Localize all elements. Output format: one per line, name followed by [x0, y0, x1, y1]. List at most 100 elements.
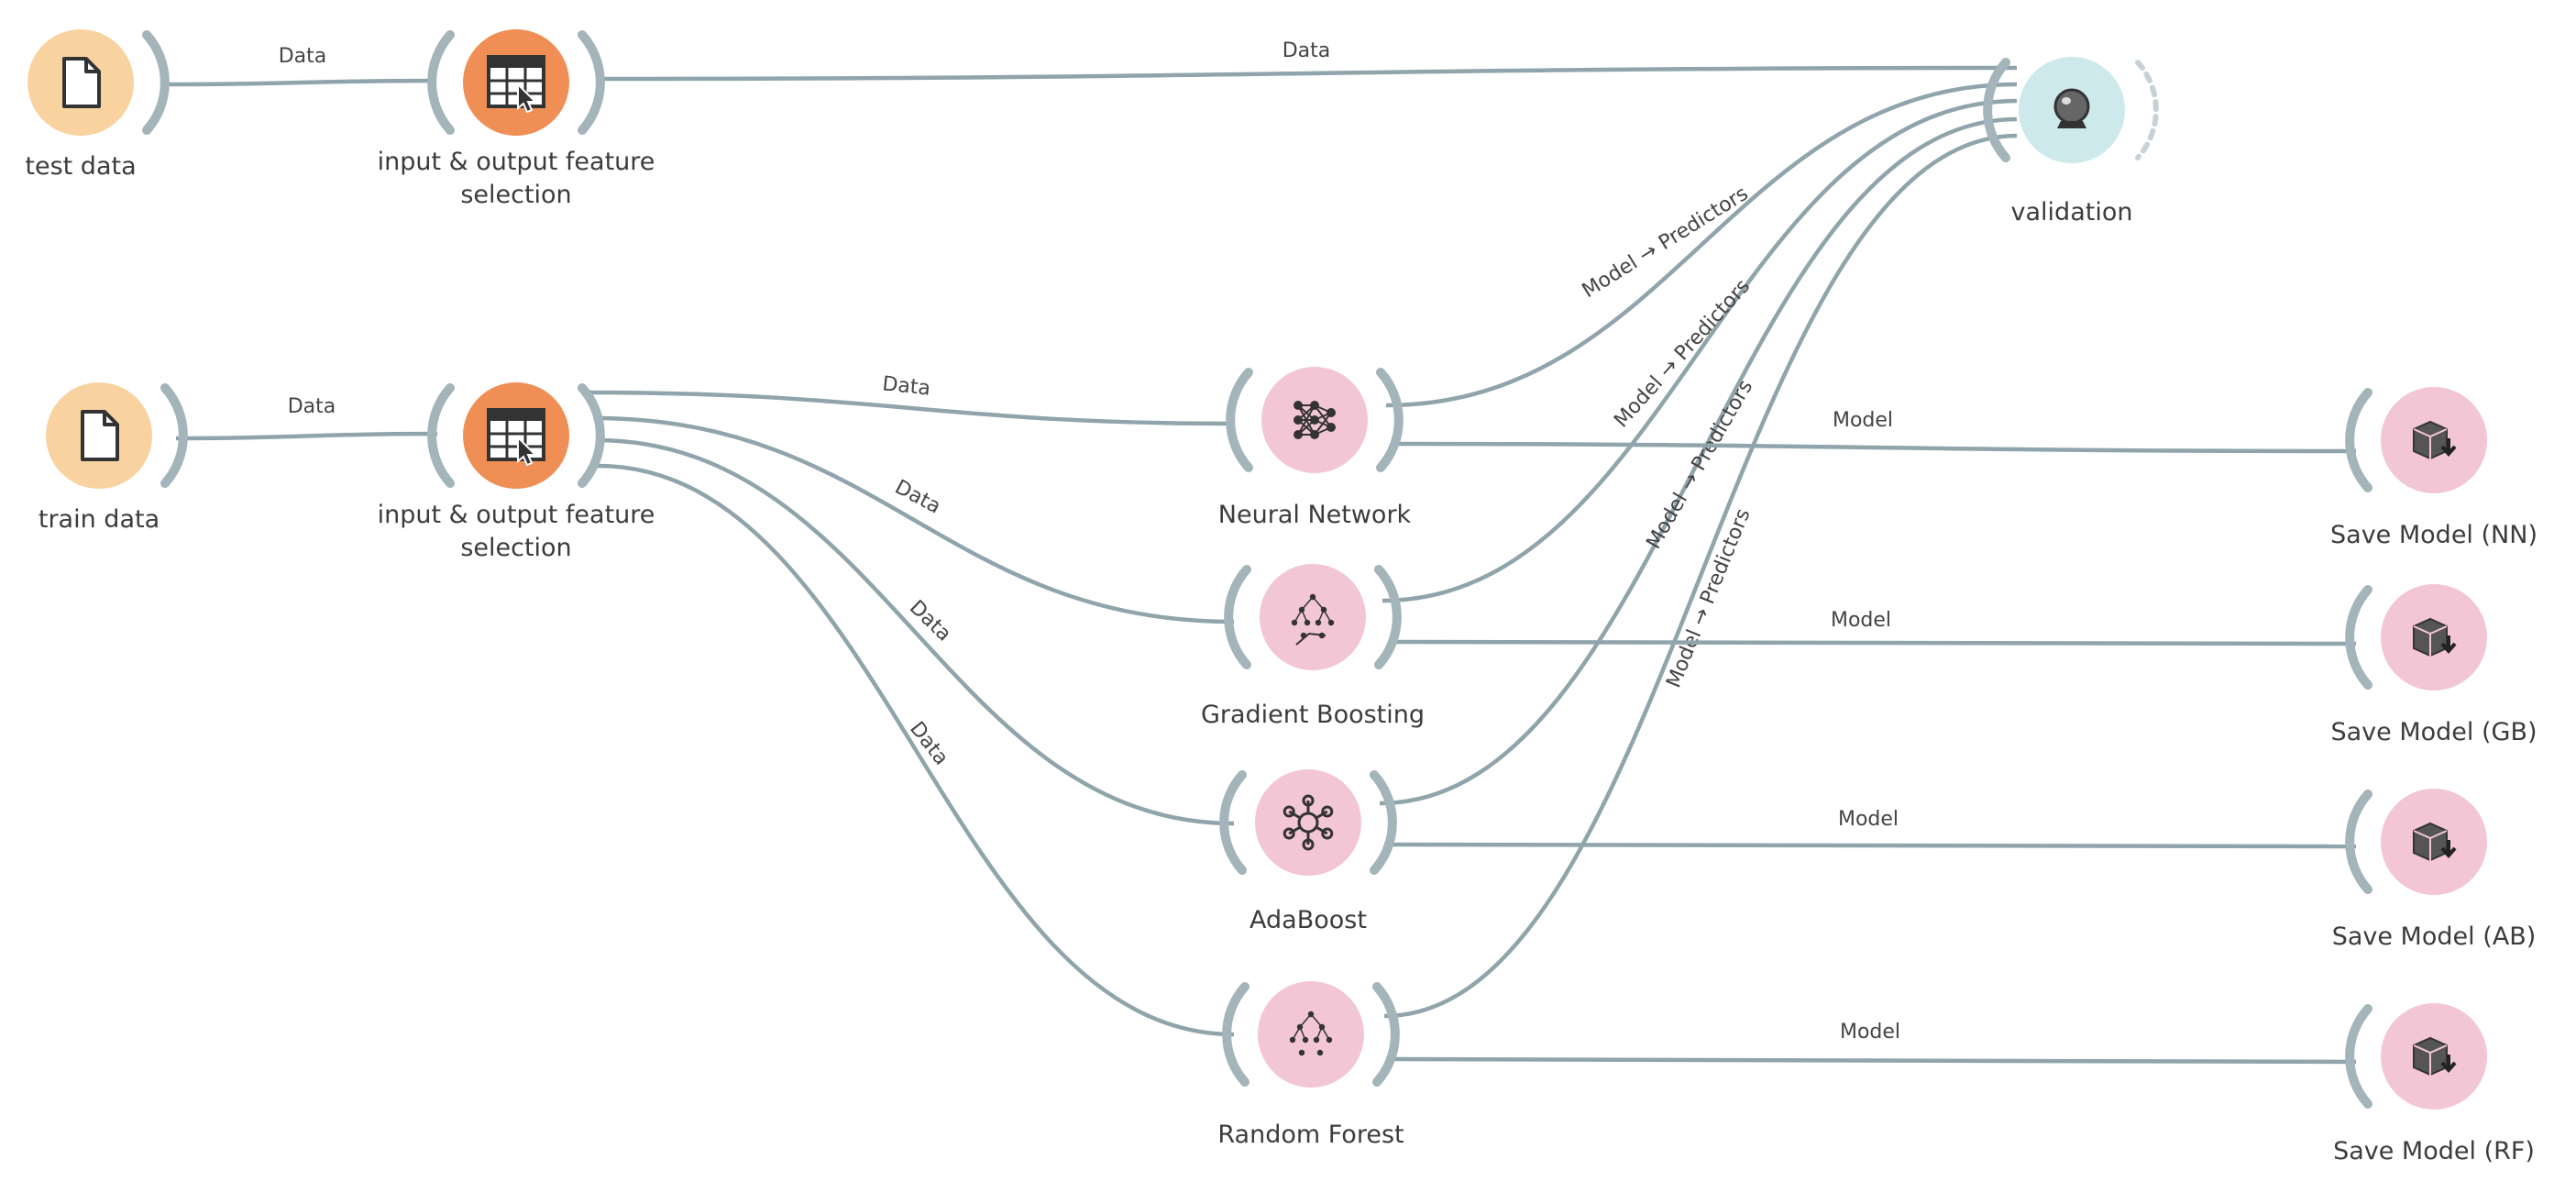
link-line[interactable]: [1391, 441, 2357, 454]
output-port[interactable]: [578, 383, 605, 488]
link-line[interactable]: [595, 437, 1235, 826]
node-label: Save Model (NN): [2330, 521, 2537, 549]
node-circle[interactable]: [1255, 769, 1361, 876]
node-circle[interactable]: [1258, 981, 1364, 1088]
link-test_data-select_test[interactable]: Data: [167, 45, 437, 87]
output-port[interactable]: [1370, 770, 1397, 875]
nodes-layer: test data input & output feature selection…: [25, 29, 2537, 1165]
input-port[interactable]: [1224, 565, 1251, 669]
node-save-ab[interactable]: Save Model (AB): [2332, 789, 2537, 951]
output-port[interactable]: [578, 30, 605, 135]
node-label-line: validation: [2011, 198, 2133, 226]
node-save-nn[interactable]: Save Model (NN): [2330, 387, 2537, 549]
link-line[interactable]: [597, 463, 1235, 1037]
neural-network-icon: [1294, 401, 1336, 439]
adaboost-icon: [1282, 794, 1334, 851]
node-rf[interactable]: Random Forest: [1217, 981, 1404, 1149]
link-label: Data: [881, 372, 931, 400]
random-forest-icon: [1289, 1011, 1333, 1056]
link-line[interactable]: [1382, 98, 2018, 603]
link-nn-validation[interactable]: Model → Predictors: [1385, 82, 2018, 408]
link-line[interactable]: [167, 78, 437, 87]
node-label: AdaBoost: [1249, 906, 1367, 934]
input-port[interactable]: [2345, 1004, 2372, 1109]
node-label-line: test data: [25, 152, 136, 181]
node-save-rf[interactable]: Save Model (RF): [2333, 1003, 2535, 1165]
node-label-line: selection: [460, 534, 571, 562]
link-train_data-select_train[interactable]: Data: [175, 395, 438, 441]
link-line[interactable]: [1385, 82, 2018, 408]
input-port[interactable]: [427, 30, 455, 135]
link-nn-save_nn[interactable]: Model: [1391, 409, 2357, 454]
node-label: validation: [2011, 198, 2133, 226]
input-port[interactable]: [1222, 982, 1249, 1087]
output-port[interactable]: [1376, 368, 1404, 472]
link-label: Data: [279, 45, 327, 68]
link-select_test-validation[interactable]: Data: [600, 39, 2018, 82]
node-circle[interactable]: [1260, 564, 1366, 670]
link-line[interactable]: [175, 431, 438, 441]
node-select-train[interactable]: input & output feature selection: [378, 382, 655, 562]
link-line[interactable]: [593, 415, 1235, 624]
node-label-line: selection: [460, 181, 571, 209]
link-select_train-gb[interactable]: Data: [593, 415, 1235, 624]
node-test-data[interactable]: test data: [25, 29, 170, 181]
link-label: Data: [1282, 39, 1331, 62]
node-label: Save Model (RF): [2333, 1137, 2535, 1165]
node-label: input & output feature selection: [378, 501, 655, 562]
link-line[interactable]: [1379, 116, 2018, 806]
input-port[interactable]: [2345, 585, 2372, 690]
node-label-line: input & output feature: [378, 501, 655, 529]
link-line[interactable]: [600, 65, 2018, 82]
save-model-icon: [2413, 822, 2457, 867]
input-port[interactable]: [1983, 58, 2010, 162]
link-line[interactable]: [1383, 133, 2018, 1019]
node-label-line: Gradient Boosting: [1201, 701, 1425, 729]
link-select_train-nn[interactable]: Data: [586, 372, 1235, 426]
link-line[interactable]: [586, 390, 1235, 426]
node-label-line: train data: [39, 505, 160, 534]
node-label: Gradient Boosting: [1201, 701, 1425, 729]
output-port[interactable]: [2135, 60, 2159, 160]
link-label: Model → Predictors: [1662, 505, 1755, 690]
input-port[interactable]: [427, 383, 455, 488]
node-label: Save Model (GB): [2330, 718, 2537, 746]
predictions-icon: [2053, 88, 2090, 128]
link-label: Model → Predictors: [1579, 182, 1753, 304]
link-line[interactable]: [1383, 842, 2357, 849]
gradient-boosting-icon: [1291, 593, 1335, 646]
output-port[interactable]: [160, 383, 188, 488]
link-gb-save_gb[interactable]: Model: [1387, 609, 2357, 646]
link-line[interactable]: [1385, 1056, 2357, 1065]
node-train-data[interactable]: train data: [39, 382, 188, 534]
input-port[interactable]: [1226, 368, 1253, 472]
link-gb-validation[interactable]: Model → Predictors: [1382, 98, 2018, 603]
output-port[interactable]: [1374, 565, 1402, 669]
link-label: Model: [1831, 609, 1891, 632]
link-label: Model: [1833, 409, 1893, 432]
save-model-icon: [2413, 1036, 2457, 1082]
select-columns-icon: [487, 408, 545, 467]
input-port[interactable]: [2345, 388, 2372, 492]
node-label: train data: [39, 505, 160, 534]
input-port[interactable]: [2345, 790, 2372, 894]
node-validation[interactable]: validation: [1983, 57, 2159, 226]
link-rf-save_rf[interactable]: Model: [1385, 1021, 2357, 1065]
node-gb[interactable]: Gradient Boosting: [1201, 564, 1425, 729]
node-label-line: Save Model (NN): [2330, 521, 2537, 549]
link-rf-validation[interactable]: Model → Predictors: [1383, 133, 2018, 1019]
node-save-gb[interactable]: Save Model (GB): [2330, 584, 2537, 746]
node-label-line: AdaBoost: [1249, 906, 1367, 934]
node-ab[interactable]: AdaBoost: [1219, 769, 1397, 934]
output-port[interactable]: [1372, 982, 1400, 1087]
node-label-line: Neural Network: [1218, 501, 1412, 529]
link-line[interactable]: [1387, 639, 2357, 646]
node-nn[interactable]: Neural Network: [1218, 367, 1412, 529]
output-port[interactable]: [142, 30, 170, 135]
link-select_train-rf[interactable]: Data: [597, 463, 1235, 1037]
link-label: Model: [1838, 808, 1899, 831]
link-ab-save_ab[interactable]: Model: [1383, 808, 2357, 849]
input-port[interactable]: [1219, 770, 1247, 875]
